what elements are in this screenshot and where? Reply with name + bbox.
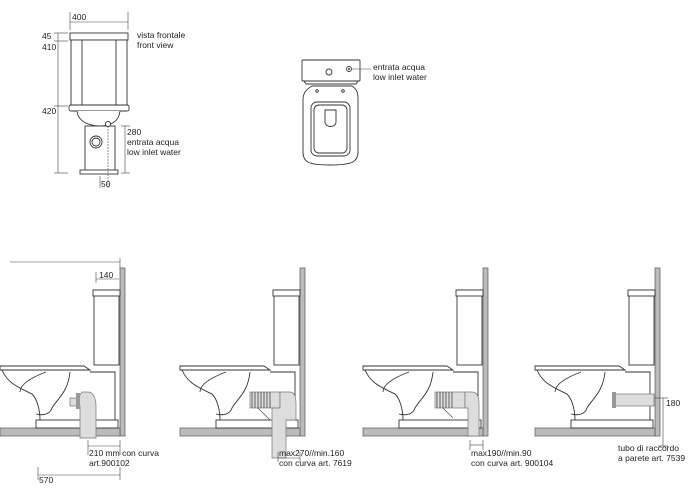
dim-tank: 410 xyxy=(42,42,57,52)
front-view-title-en: front view xyxy=(137,40,174,50)
side4-note-1: tubo di raccordo xyxy=(618,443,679,453)
top-inlet-label-it: entrata acqua xyxy=(373,62,425,72)
dim-bowl: 420 xyxy=(42,106,57,116)
dim-lid: 45 xyxy=(42,31,52,41)
front-view-drawing xyxy=(54,12,130,188)
dim-tank-depth: 140 xyxy=(99,270,114,280)
side2-note-2: con curva art. 7619 xyxy=(279,458,352,468)
side-view-2 xyxy=(179,267,306,462)
dim-height: 180 xyxy=(666,398,681,408)
side1-note-1: 210 mm con curva xyxy=(89,448,159,458)
inlet-label-it: entrata acqua xyxy=(127,137,179,147)
dim-offset: 50 xyxy=(101,179,111,189)
side-view-1 xyxy=(0,258,126,480)
top-view-drawing xyxy=(301,59,371,166)
side3-note-1: max190//min.90 xyxy=(471,448,532,458)
dim-inlet-height: 280 xyxy=(127,127,142,137)
side2-note-1: max270//min.160 xyxy=(279,448,345,458)
dim-total: 570 xyxy=(39,475,54,485)
dim-width: 400 xyxy=(72,12,87,22)
inlet-label-en: low inlet water xyxy=(127,147,181,157)
top-inlet-label-en: low inlet water xyxy=(373,72,427,82)
side3-note-2: con curva art. 900104 xyxy=(471,458,554,468)
side-view-4 xyxy=(534,267,668,447)
front-view-title-it: vista frontale xyxy=(137,30,186,40)
side4-note-2: a parete art. 7539 xyxy=(618,453,686,463)
side1-note-2: art.900102 xyxy=(89,458,130,468)
side-view-3 xyxy=(362,267,489,450)
